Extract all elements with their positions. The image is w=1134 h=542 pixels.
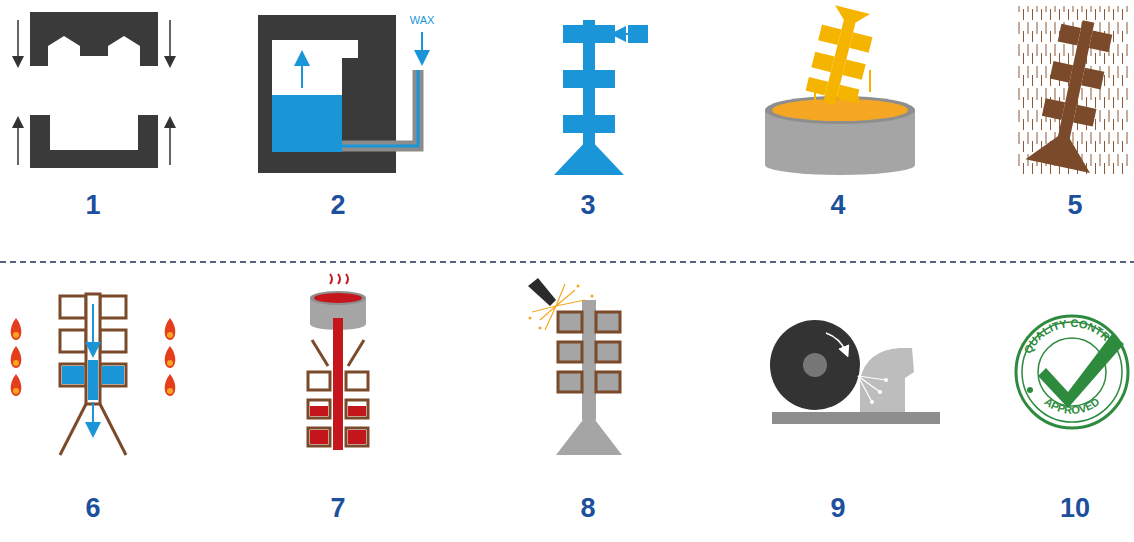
step-number: 5 [1067, 190, 1082, 221]
stucco-sanding [1015, 6, 1128, 176]
stamp-text: QUALITY CONTROL [1021, 317, 1122, 356]
step-number: 1 [85, 190, 100, 221]
knockout [528, 278, 622, 455]
material-label: WAX [410, 14, 435, 26]
slurry-dip [765, 3, 915, 175]
divider [0, 261, 1134, 263]
step-number: 9 [830, 493, 845, 524]
grinding [770, 320, 940, 424]
step-number: 10 [1060, 493, 1090, 524]
metal-pouring [308, 274, 368, 450]
step-number: 4 [830, 190, 845, 221]
dewax [11, 294, 176, 455]
step-number: 8 [580, 493, 595, 524]
step-number: 6 [85, 493, 100, 524]
step-number: 7 [330, 493, 345, 524]
wax-tree [554, 20, 648, 175]
step-number: 2 [330, 190, 345, 221]
die-halves [18, 12, 170, 168]
wax-injection [258, 15, 422, 173]
stamp-text: APPROVED [1042, 395, 1101, 416]
qc-stamp [1016, 316, 1128, 428]
step-number: 3 [580, 190, 595, 221]
